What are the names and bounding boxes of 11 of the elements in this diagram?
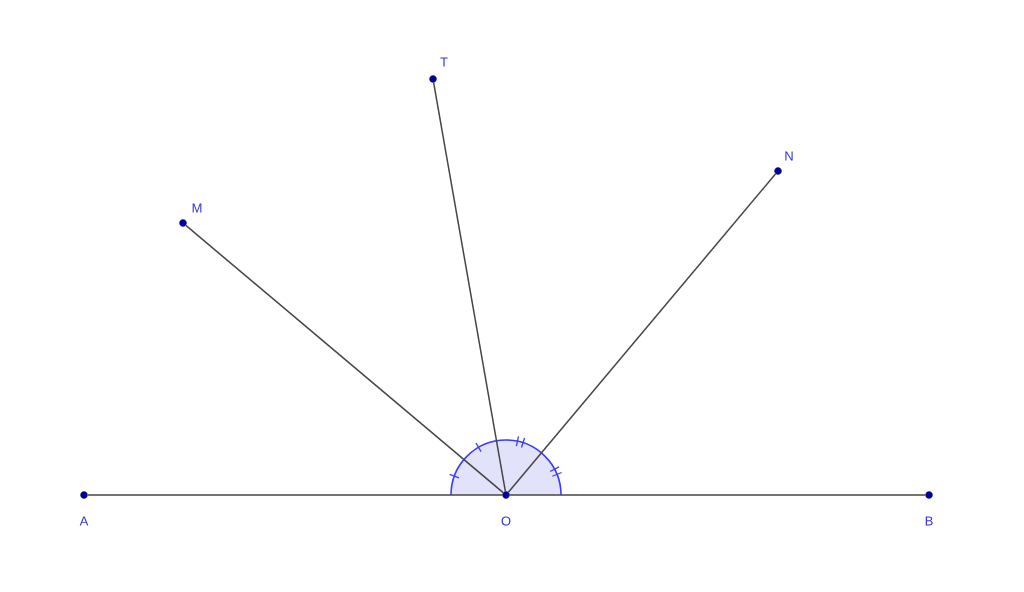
line-segment xyxy=(86,494,504,496)
line-segment xyxy=(185,224,504,494)
point-label: M xyxy=(192,203,202,213)
line-segment xyxy=(432,81,507,493)
point-label: T xyxy=(440,57,448,67)
point-label: N xyxy=(785,151,793,161)
line-segment xyxy=(508,494,927,496)
point-label: O xyxy=(501,516,511,526)
point-label: A xyxy=(79,516,89,526)
point-label: B xyxy=(925,516,933,526)
line-segment xyxy=(507,173,777,493)
